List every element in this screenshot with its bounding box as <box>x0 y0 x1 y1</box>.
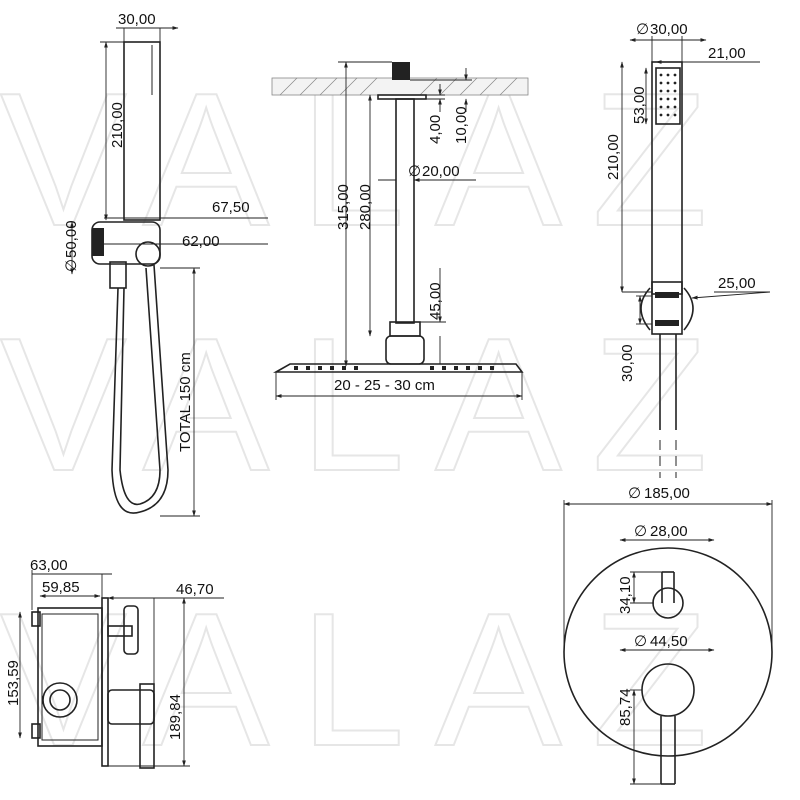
svg-text:28,00: 28,00 <box>650 523 688 540</box>
dim-base-height: 45,00 <box>427 282 444 320</box>
hand-shower-handle <box>123 41 161 221</box>
head-shower-view: 315,00 280,00 4,00 10,00 ∅ 20,00 45,00 2… <box>271 61 529 400</box>
hand-shower-side-view: 30,00 210,00 67,50 62,00 ∅ 50,00 TOTAL 1… <box>63 11 268 517</box>
wall-plate-section <box>101 597 109 767</box>
dim-plate-dia: ∅ <box>628 485 641 502</box>
dim-ceiling-1: 4,00 <box>427 115 444 144</box>
svg-text:20,00: 20,00 <box>422 163 460 180</box>
dim-hose-total: TOTAL 150 cm <box>177 352 194 452</box>
ceiling-slab <box>271 77 529 96</box>
svg-text:VALAZ: VALAZ <box>0 299 738 511</box>
dim-knob-height: 34,10 <box>617 576 634 614</box>
dim-head-size: 20 - 25 - 30 cm <box>334 377 435 394</box>
dim-valve-projection: 46,70 <box>176 581 214 598</box>
wall-flange <box>92 228 104 256</box>
svg-text:50,00: 50,00 <box>63 220 80 258</box>
dim-arm-dia: ∅ <box>408 163 421 180</box>
shower-head <box>272 363 524 373</box>
dim-lever-height: 85,74 <box>617 688 634 726</box>
svg-text:VALAZ: VALAZ <box>0 574 738 786</box>
dim-holder-height: 30,00 <box>619 344 636 382</box>
dim-reach-1: 67,50 <box>212 199 250 216</box>
dim-spray-height: 53,00 <box>631 86 648 124</box>
dim-front-width: 21,00 <box>708 45 746 62</box>
dim-valve-depth-2: 59,85 <box>42 579 80 596</box>
valve-plate-view: ∅ 185,00 ∅ 28,00 34,10 ∅ 44,50 85,74 <box>563 485 773 785</box>
dim-front-length: 210,00 <box>605 134 622 180</box>
shower-arm <box>395 98 415 324</box>
hand-shower-front-view: ∅ 30,00 21,00 53,00 210,00 25,00 30,00 <box>605 21 771 478</box>
svg-text:185,00: 185,00 <box>644 485 690 502</box>
dim-handle-length: 210,00 <box>109 102 126 148</box>
valve-body-view: 63,00 59,85 46,70 153,59 189,84 <box>5 557 224 769</box>
svg-text:30,00: 30,00 <box>650 21 688 38</box>
ceiling-fixing <box>392 62 410 80</box>
dim-valve-height-1: 153,59 <box>5 660 22 706</box>
dim-front-dia: ∅ <box>636 21 649 38</box>
dim-lever-dia: ∅ <box>634 633 647 650</box>
dim-head-height-2: 280,00 <box>357 184 374 230</box>
dim-head-height-1: 315,00 <box>335 184 352 230</box>
dim-ceiling-2: 10,00 <box>453 106 470 144</box>
dim-valve-depth-1: 63,00 <box>30 557 68 574</box>
valve-port <box>42 682 78 718</box>
spray-face <box>655 67 681 125</box>
watermark: VALAZ VALAZ VALAZ <box>0 53 738 787</box>
dim-knob-dia: ∅ <box>634 523 647 540</box>
dim-valve-height-2: 189,84 <box>167 694 184 740</box>
svg-text:44,50: 44,50 <box>650 633 688 650</box>
dim-outlet-dia: ∅ <box>63 259 80 272</box>
dim-dia-top: 30,00 <box>118 11 156 28</box>
hose <box>111 264 169 514</box>
dim-holder-dia: 25,00 <box>718 275 756 292</box>
dim-reach-2: 62,00 <box>182 233 220 250</box>
